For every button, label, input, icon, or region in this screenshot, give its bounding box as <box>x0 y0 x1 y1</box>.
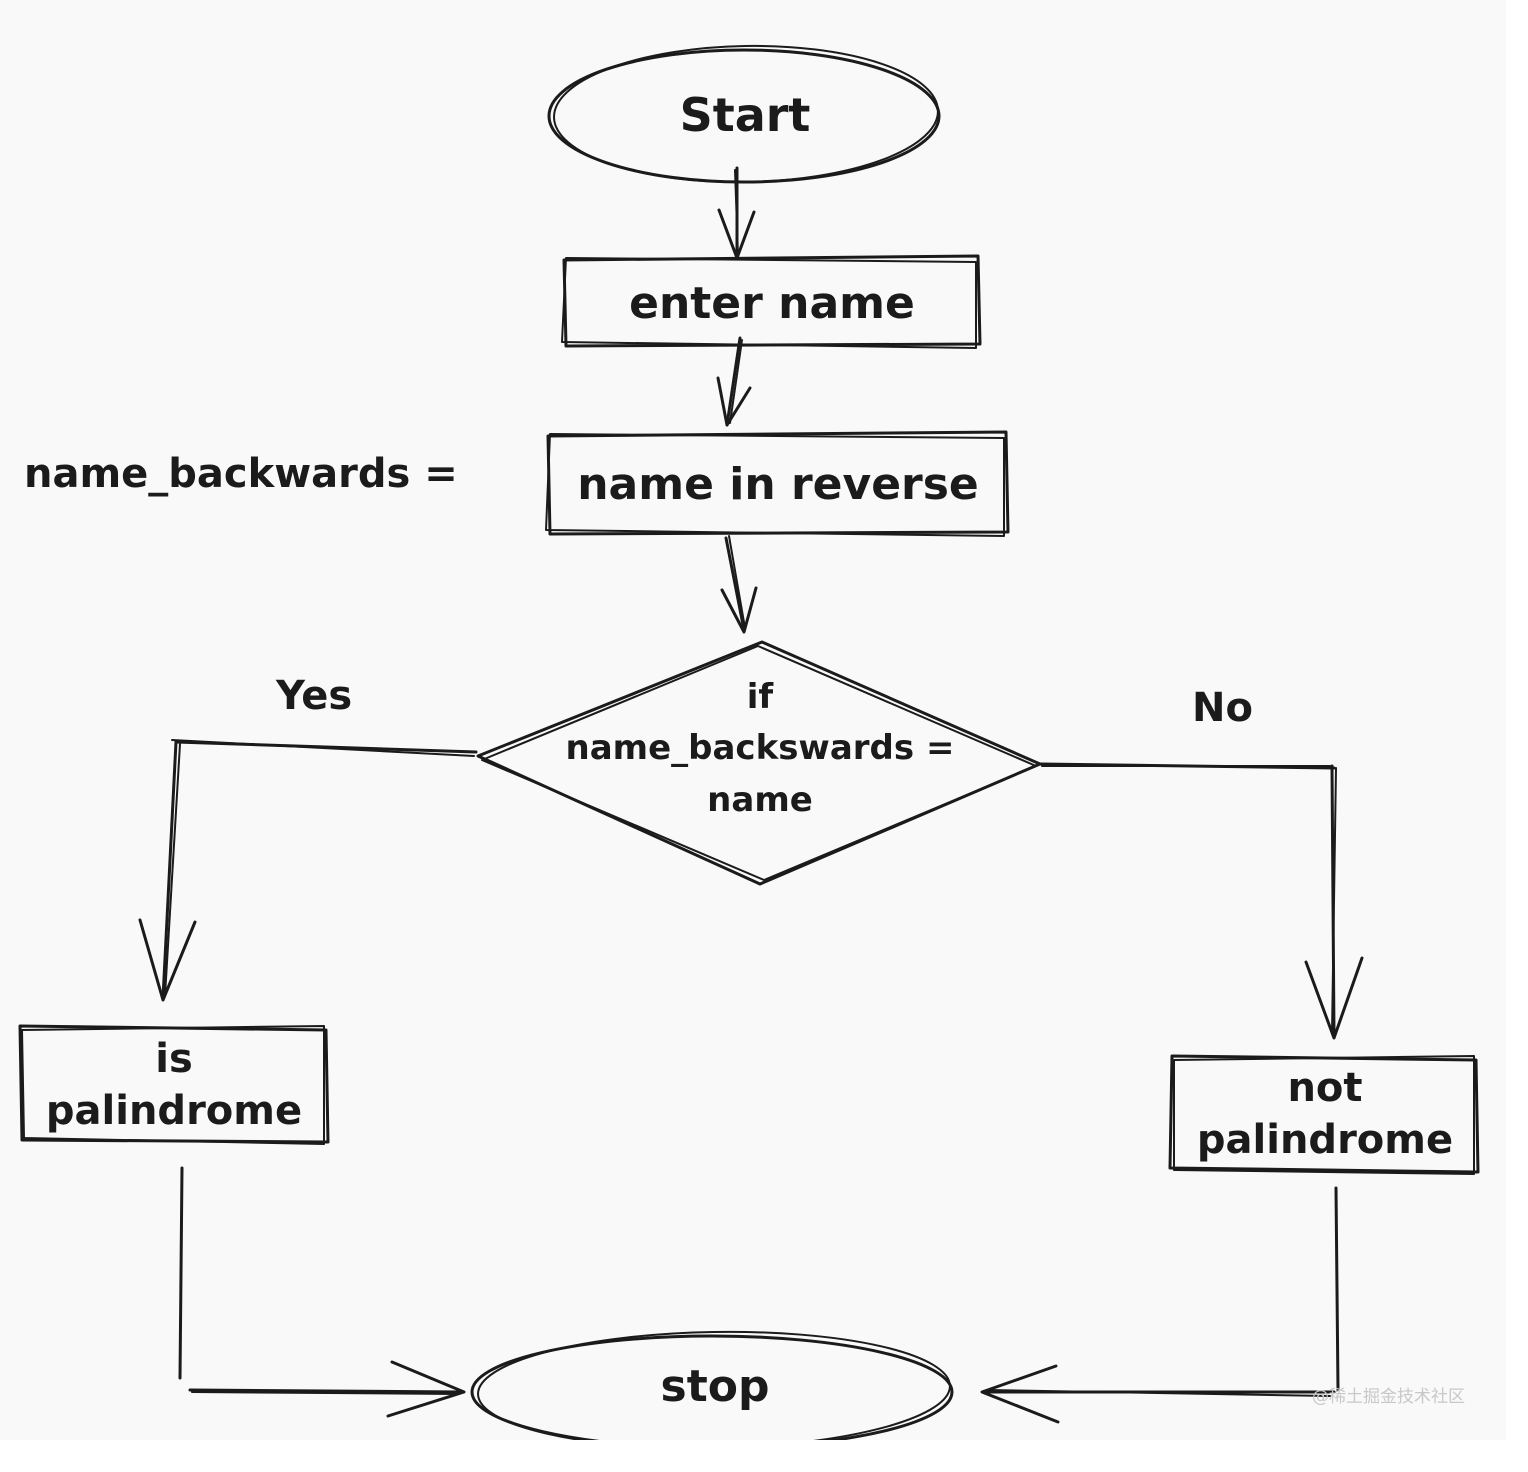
flowchart-canvas: Start enter name name in reverse name_ba… <box>18 44 1480 1440</box>
yes-branch-connector <box>138 739 478 1002</box>
arrow-is-to-stop <box>178 1166 466 1418</box>
enter-name-label: enter name <box>570 266 974 342</box>
no-edge-label: No <box>1192 686 1253 730</box>
stop-text: stop <box>660 1360 770 1412</box>
yes-edge-label: Yes <box>276 674 352 718</box>
start-label: Start <box>560 80 930 150</box>
enter-name-text: enter name <box>629 277 915 329</box>
is-palindrome-label: is palindrome <box>24 1030 324 1140</box>
decision-diamond <box>476 640 1042 886</box>
start-text: Start <box>679 87 811 142</box>
decision-line-1: if <box>746 676 774 717</box>
is-line-2: palindrome <box>45 1088 303 1134</box>
arrow-reverse-to-decision <box>720 535 758 634</box>
reverse-label: name in reverse <box>554 440 1002 530</box>
decision-line-2: name_backswards = <box>565 728 955 769</box>
arrow-not-to-stop <box>980 1186 1340 1424</box>
decision-label: if name_backswards = name <box>520 664 1000 834</box>
reverse-prefix-label: name_backwards = <box>24 452 458 496</box>
stop-label: stop <box>560 1352 870 1422</box>
reverse-box <box>545 430 1010 537</box>
not-line-2: palindrome <box>1196 1117 1454 1163</box>
not-palindrome-box <box>1168 1054 1480 1175</box>
is-palindrome-box <box>18 1024 330 1145</box>
arrow-enter-to-reverse <box>716 336 752 427</box>
reverse-prefix-text: name_backwards = <box>24 451 458 497</box>
not-palindrome-label: not palindrome <box>1176 1058 1474 1170</box>
start-terminal <box>547 44 941 184</box>
reverse-text: name in reverse <box>577 458 979 510</box>
yes-text: Yes <box>276 673 353 719</box>
is-line-1: is <box>155 1036 193 1082</box>
no-text: No <box>1192 685 1253 731</box>
enter-name-box <box>561 254 982 349</box>
no-branch-connector <box>1038 762 1364 1040</box>
stop-terminal <box>470 1330 954 1440</box>
flowchart-drawing <box>18 44 1480 1440</box>
watermark: @稀土掘金技术社区 <box>1312 1387 1465 1407</box>
decision-line-3: name <box>707 779 813 820</box>
not-line-1: not <box>1287 1065 1363 1111</box>
